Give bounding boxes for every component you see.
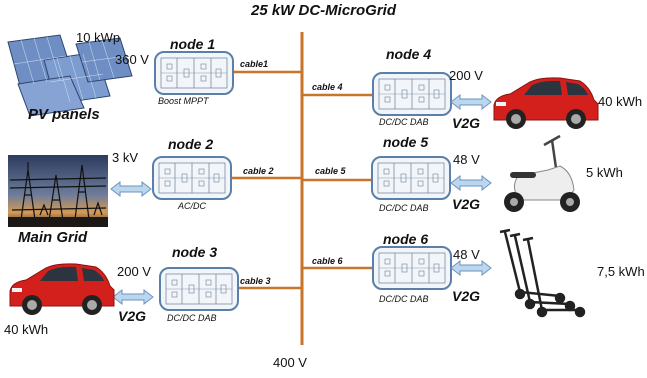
node-2-converter-icon — [152, 156, 232, 200]
car-icon — [493, 77, 599, 130]
cable-1-label: cable1 — [240, 59, 269, 69]
node-6-v2g-label: V2G — [452, 288, 481, 304]
node-5-voltage-label: 48 V — [453, 152, 480, 167]
node-5-v2g-label: V2G — [452, 196, 481, 212]
cable-2-label: cable 2 — [243, 166, 274, 176]
cable-3-label: cable 3 — [240, 276, 271, 286]
main-grid-label: Main Grid — [18, 229, 88, 246]
node-1-voltage-label: 360 V — [115, 52, 149, 67]
node-3-arrow-icon — [112, 289, 154, 305]
node-6-converter-label: DC/DC DAB — [379, 294, 429, 304]
solar-panel-icon — [7, 34, 133, 117]
node-3-label: node 3 — [172, 244, 218, 260]
cable-6-label: cable 6 — [312, 256, 343, 266]
cable-5-label: cable 5 — [315, 166, 346, 176]
cable-4-label: cable 4 — [312, 82, 343, 92]
node-1-converter-label: Boost MPPT — [158, 96, 209, 106]
diagram-title: 25 kW DC-MicroGrid — [250, 2, 397, 19]
node-4-v2g-label: V2G — [452, 115, 481, 131]
scooter-icon — [504, 134, 580, 212]
node-5-arrow-icon — [450, 175, 492, 191]
node-1-converter-icon — [154, 51, 234, 95]
kick-scooter-icon — [499, 228, 586, 318]
substation-icon — [8, 155, 108, 228]
node-4-capacity-label: 40 kWh — [598, 94, 643, 109]
node-3-voltage-label: 200 V — [117, 264, 151, 279]
node-3-v2g-label: V2G — [118, 308, 147, 324]
node-3-converter-icon — [159, 267, 239, 311]
node-1-label: node 1 — [170, 36, 216, 52]
grid-arrow-icon — [110, 181, 152, 197]
node-6-arrow-icon — [450, 260, 492, 276]
node-3-converter-label: DC/DC DAB — [167, 313, 217, 323]
node-4-converter-icon — [372, 72, 452, 116]
node-2-label: node 2 — [168, 136, 214, 152]
node-4-voltage-label: 200 V — [449, 68, 483, 83]
node-6-label: node 6 — [383, 231, 429, 247]
node-4-label: node 4 — [386, 46, 432, 62]
node-4-converter-label: DC/DC DAB — [379, 117, 429, 127]
node-6-converter-icon — [372, 246, 452, 290]
node-4-arrow-icon — [450, 94, 492, 110]
node-5-capacity-label: 5 kWh — [586, 165, 623, 180]
node-2-converter-label: AC/DC — [178, 201, 207, 211]
node-2-voltage-label: 3 kV — [112, 150, 139, 165]
car-icon — [9, 263, 115, 316]
pv-panels-label: PV panels — [28, 106, 100, 123]
node-5-converter-icon — [371, 156, 451, 200]
node-3-capacity-label: 40 kWh — [4, 322, 49, 337]
node-5-label: node 5 — [383, 134, 429, 150]
bus-voltage-label: 400 V — [273, 355, 307, 370]
node-6-capacity-label: 7,5 kWh — [597, 264, 645, 279]
node-6-voltage-label: 48 V — [453, 247, 480, 262]
node-5-converter-label: DC/DC DAB — [379, 203, 429, 213]
pv-rating-label: 10 kWp — [76, 30, 121, 45]
